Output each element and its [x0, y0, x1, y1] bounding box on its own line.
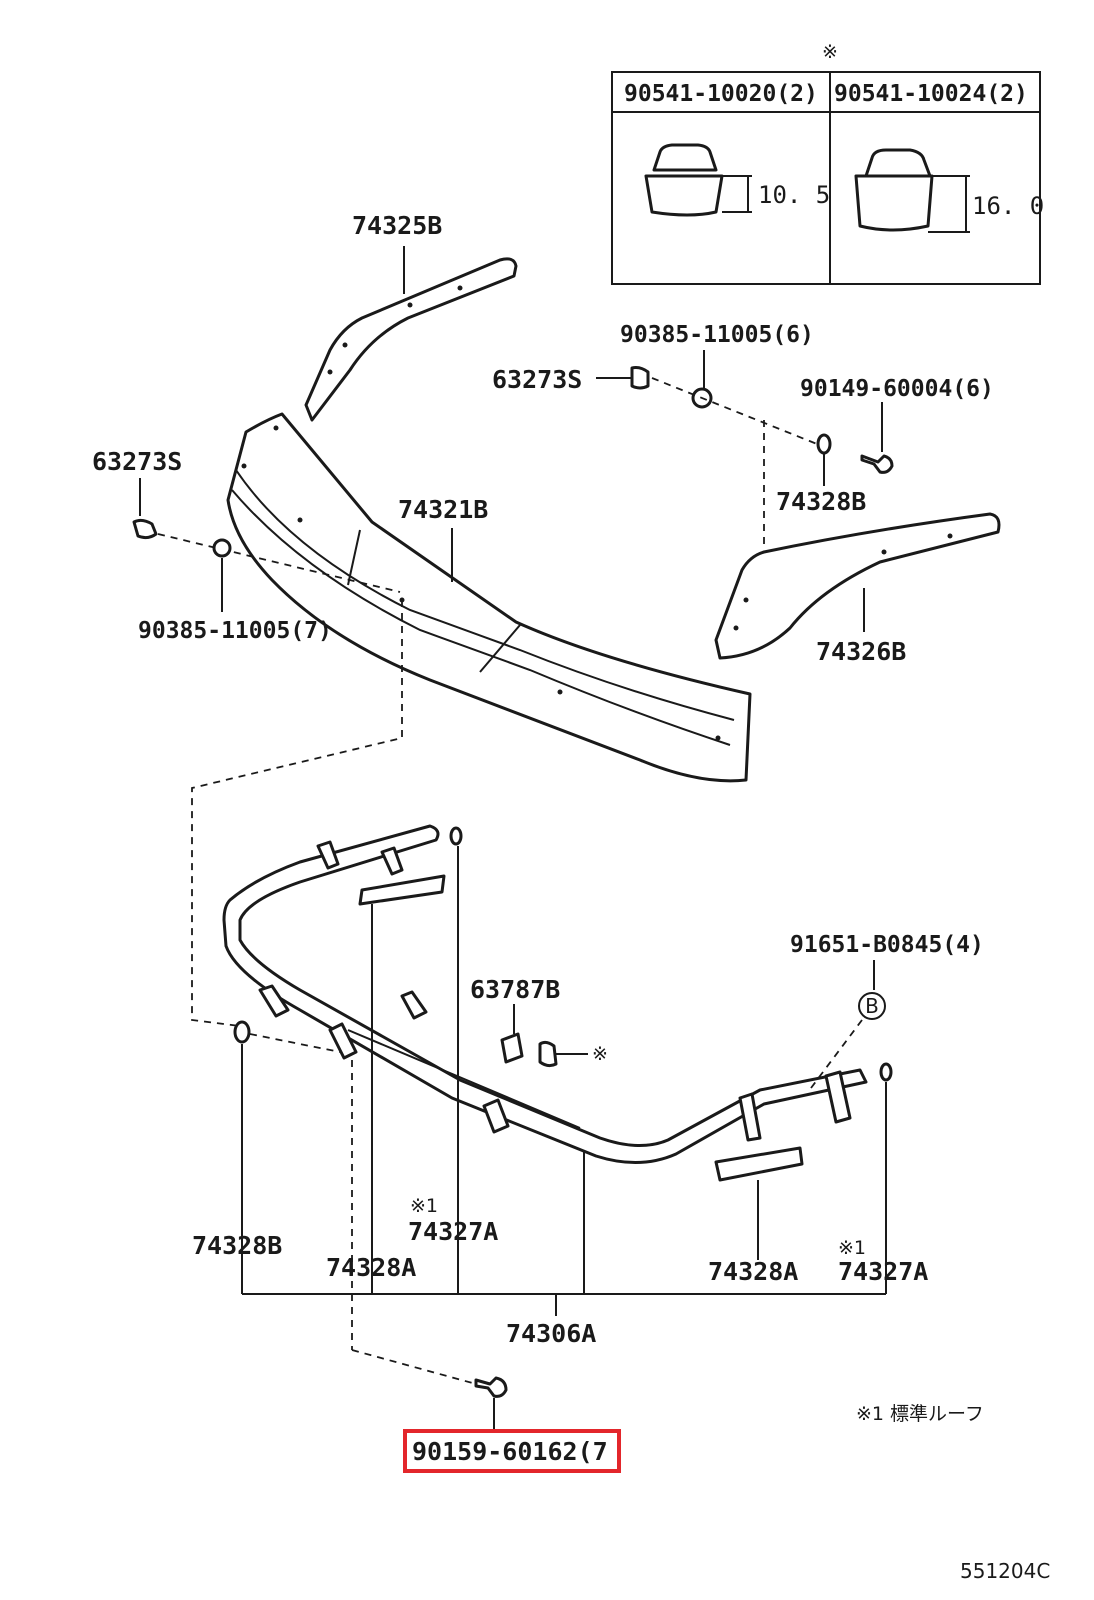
label-90149-60004: 90149-60004(6) [800, 376, 994, 402]
part-74325B-drawing [304, 257, 518, 422]
mark1-74327A-b: ※1 [838, 1237, 866, 1259]
label-74306A: 74306A [506, 1319, 596, 1348]
label-74326B: 74326B [816, 637, 906, 666]
diagram-code: 551204C [960, 1559, 1050, 1583]
highlight-box-90159 [403, 1429, 621, 1473]
inset-col2-part-number: 90541-10024(2) [834, 81, 1028, 107]
callout-b-letter: B [865, 994, 879, 1018]
inset-frame [611, 71, 1041, 285]
clip-large-drawing [854, 148, 970, 233]
washer-74328B-low-drawing [233, 1020, 251, 1044]
label-74327A-a: 74327A [408, 1217, 498, 1246]
mark-63787B: ※ [592, 1043, 608, 1065]
clip-63273S-left-drawing [132, 518, 158, 540]
inset-col1-dimension: 10. 5 [758, 181, 830, 209]
label-63273S-top: 63273S [492, 365, 582, 394]
label-74321B: 74321B [398, 495, 488, 524]
label-74325B: 74325B [352, 211, 442, 240]
callout-b-circle [858, 992, 886, 1020]
footnote-standard-roof: ※1 標準ルーフ [856, 1403, 984, 1425]
nut-90385-left-drawing [212, 538, 232, 558]
label-74328A-a: 74328A [326, 1253, 416, 1282]
label-74328B-top: 74328B [776, 487, 866, 516]
label-90159-60162[interactable]: 90159-60162(7 [412, 1437, 608, 1466]
label-63787B: 63787B [470, 975, 560, 1004]
label-74327A-b: 74327A [838, 1257, 928, 1286]
inset-col1-part-number: 90541-10020(2) [624, 81, 818, 107]
label-74328A-b: 74328A [708, 1257, 798, 1286]
screw-90149-drawing [860, 454, 894, 474]
clip-74327A-a-drawing [449, 826, 463, 846]
mark1-74327A-a: ※1 [410, 1195, 438, 1217]
part-63787B-drawing [500, 1032, 588, 1068]
inset-table: ※ 90541-10020(2) 90541-10024(2) 10. 5 16… [611, 41, 1044, 285]
part-74321B-drawing [226, 412, 752, 783]
clip-74327A-b-drawing [879, 1062, 893, 1082]
label-91651-B0845: 91651-B0845(4) [790, 932, 984, 958]
screw-90159-drawing [474, 1376, 508, 1398]
clip-small-drawing [644, 143, 752, 217]
label-74328B-low: 74328B [192, 1231, 282, 1260]
label-90385-11005-top: 90385-11005(6) [620, 322, 814, 348]
label-63273S-left: 63273S [92, 447, 182, 476]
clip-63273S-top-drawing [630, 366, 650, 390]
part-74306A-drawing [222, 824, 868, 1182]
label-90385-11005-left: 90385-11005(7) [138, 618, 332, 644]
part-74326B-drawing [714, 512, 1001, 660]
washer-74328B-top-drawing [816, 433, 832, 455]
inset-col2-dimension: 16. 0 [972, 192, 1044, 220]
inset-mark: ※ [822, 41, 838, 63]
